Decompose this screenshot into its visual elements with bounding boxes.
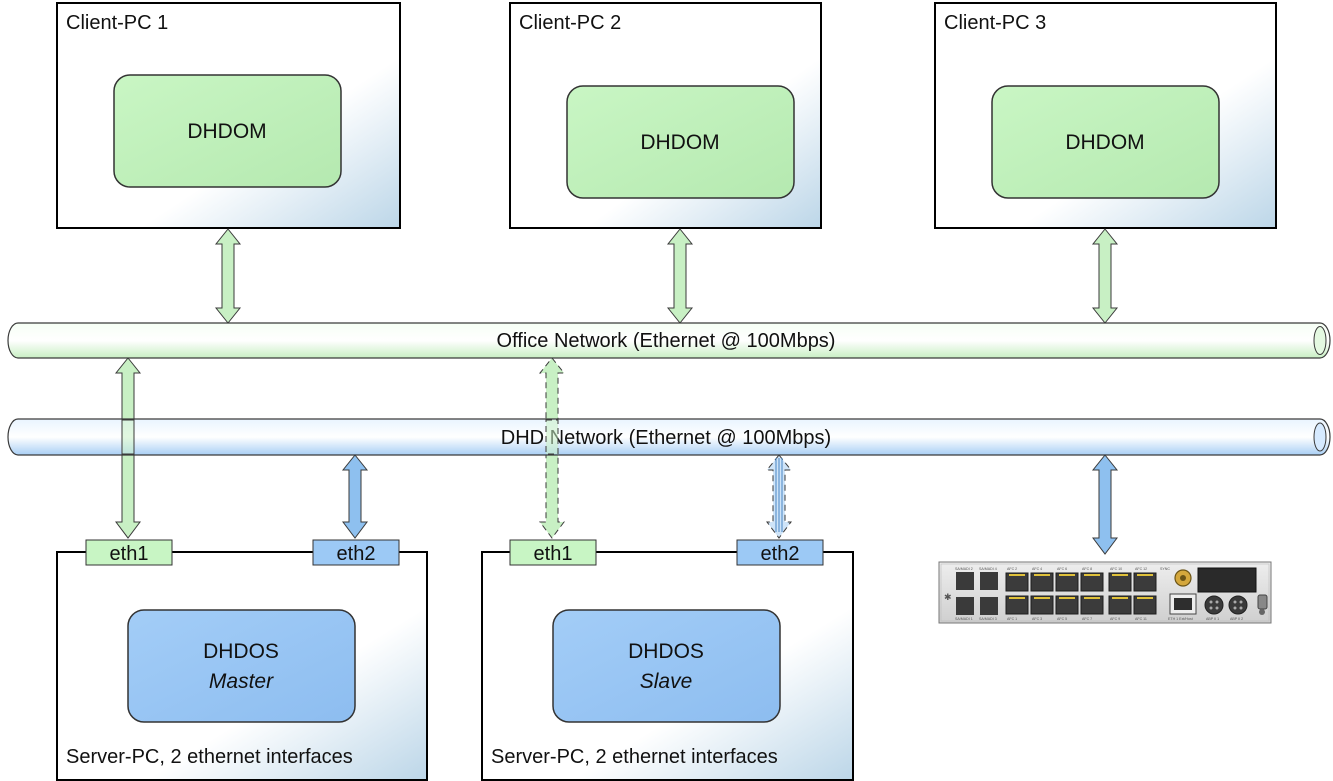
port-led xyxy=(1034,574,1050,576)
double-arrow-client3 xyxy=(1091,228,1119,324)
afc-rj45-port xyxy=(1030,572,1054,592)
device-bottom-label-6: AFC 9 xyxy=(1110,617,1120,621)
device-bottom-label-4: AFC 5 xyxy=(1057,617,1067,621)
afc-rj45-port xyxy=(1108,572,1132,592)
dhdom-module xyxy=(991,85,1220,199)
device-bottom-label-8: ETH 1 Ext/Host xyxy=(1168,617,1193,621)
device-top-label-8: SYNC xyxy=(1160,567,1170,571)
abp-connector-2-icon xyxy=(1228,595,1248,615)
port-led xyxy=(1009,574,1025,576)
double-arrow-client1 xyxy=(214,228,242,324)
device-bottom-label-3: AFC 3 xyxy=(1032,617,1042,621)
port-led xyxy=(1034,597,1050,599)
dhdos-label: DHDOS xyxy=(628,640,704,663)
server-caption: Server-PC, 2 ethernet interfaces xyxy=(66,746,353,768)
eth1-port xyxy=(85,539,173,566)
afc-port-group xyxy=(1005,572,1157,615)
afc-rj45-port xyxy=(1080,572,1104,592)
device-display xyxy=(1197,567,1257,593)
client-pc-title: Client-PC 2 xyxy=(519,12,621,34)
port-led xyxy=(1009,597,1025,599)
office-network-pipe: Office Network (Ethernet @ 100Mbps) xyxy=(7,322,1331,359)
dhd-links xyxy=(341,454,1119,555)
dhdos-label: DHDOS xyxy=(203,640,279,663)
port-led xyxy=(1084,574,1100,576)
device-bottom-label-1: SA/MADI 3 xyxy=(979,617,997,621)
eth2-label: eth2 xyxy=(761,543,800,565)
device-top-label-1: SA/MADI 4 xyxy=(979,567,997,571)
device-top-label-0: SA/MADI 2 xyxy=(955,567,973,571)
device-top-label-6: AFC 10 xyxy=(1110,567,1122,571)
device-bottom-label-5: AFC 7 xyxy=(1082,617,1092,621)
port-led xyxy=(1137,597,1153,599)
client-pc-title: Client-PC 1 xyxy=(66,12,168,34)
device-top-label-4: AFC 6 xyxy=(1057,567,1067,571)
dhdos-role: Slave xyxy=(640,670,693,693)
dhdom-module xyxy=(566,85,795,199)
device-bottom-label-9: ABP II 1 xyxy=(1206,617,1219,621)
device-top-label-2: AFC 2 xyxy=(1007,567,1017,571)
server-pc-slave: eth1 eth2 DHDOS Slave Server-PC, 2 ether… xyxy=(481,539,854,781)
afc-rj45-port xyxy=(1133,595,1157,615)
dhd-core-device: ✱ SA/MADI 2 SA/MADI 4 AFC 2 AFC 4 AFC 6 AFC 8 xyxy=(938,561,1272,624)
afc-rj45-port xyxy=(1133,572,1157,592)
dhdom-label: DHDOM xyxy=(640,131,719,154)
device-top-label-5: AFC 8 xyxy=(1082,567,1092,571)
afc-rj45-port xyxy=(1055,572,1079,592)
eth1-label: eth1 xyxy=(534,543,573,565)
device-top-label-7: AFC 12 xyxy=(1135,567,1147,571)
dhdos-role: Master xyxy=(209,670,274,693)
port-led xyxy=(1059,597,1075,599)
device-logo-icon: ✱ xyxy=(944,592,952,602)
eth2-label: eth2 xyxy=(337,543,376,565)
eth1-port xyxy=(509,539,597,566)
device-silkscreen-labels: SA/MADI 2 SA/MADI 4 AFC 2 AFC 4 AFC 6 AFC 8 AF… xyxy=(955,567,1243,621)
dhd-network-label: DHD Network (Ethernet @ 100Mbps) xyxy=(501,427,831,449)
eth2-port xyxy=(312,539,400,566)
device-bottom-label-0: SA/MADI 1 xyxy=(955,617,973,621)
sfp-port-group xyxy=(956,572,998,615)
port-led xyxy=(1059,574,1075,576)
office-network-label: Office Network (Ethernet @ 100Mbps) xyxy=(497,330,836,352)
dhd-network-pipe: DHD Network (Ethernet @ 100Mbps) xyxy=(7,418,1331,456)
client-links xyxy=(214,228,1119,324)
client-pc-1: Client-PC 1 DHDOM xyxy=(56,2,401,229)
dhdom-label: DHDOM xyxy=(1065,131,1144,154)
double-arrow-server1-eth2 xyxy=(341,454,369,539)
afc-rj45-port xyxy=(1055,595,1079,615)
double-arrow-server2-eth2 xyxy=(765,454,793,539)
device-bottom-label-2: AFC 1 xyxy=(1007,617,1017,621)
afc-rj45-port xyxy=(1005,572,1029,592)
device-bottom-label-10: ABP II 2 xyxy=(1230,617,1243,621)
port-led xyxy=(1084,597,1100,599)
eth2-port xyxy=(736,539,824,566)
afc-rj45-port xyxy=(1108,595,1132,615)
server-caption: Server-PC, 2 ethernet interfaces xyxy=(491,746,778,768)
eth1-link-crossing xyxy=(121,419,135,455)
dhdos-module xyxy=(552,609,781,723)
port-led xyxy=(1112,574,1128,576)
dhdos-module xyxy=(127,609,356,723)
eth1-label: eth1 xyxy=(110,543,149,565)
server-pc-master: eth1 eth2 DHDOS Master Server-PC, 2 ethe… xyxy=(56,539,428,781)
dhdom-label: DHDOM xyxy=(187,120,266,143)
power-connector-icon xyxy=(1257,594,1268,610)
port-led xyxy=(1137,574,1153,576)
afc-rj45-port xyxy=(1030,595,1054,615)
afc-rj45-port xyxy=(1005,595,1029,615)
client-pc-2: Client-PC 2 DHDOM xyxy=(509,2,822,229)
device-bottom-label-7: AFC 11 xyxy=(1135,617,1147,621)
double-arrow-device xyxy=(1091,454,1119,555)
device-top-label-3: AFC 4 xyxy=(1032,567,1042,571)
double-arrow-client2 xyxy=(666,228,694,324)
eth1-link-crossing-dashed xyxy=(545,419,559,455)
dhdom-module xyxy=(113,74,342,188)
afc-rj45-port xyxy=(1080,595,1104,615)
client-pc-3: Client-PC 3 DHDOM xyxy=(934,2,1277,229)
abp-connector-1-icon xyxy=(1204,595,1224,615)
port-led xyxy=(1112,597,1128,599)
client-pc-title: Client-PC 3 xyxy=(944,12,1046,34)
